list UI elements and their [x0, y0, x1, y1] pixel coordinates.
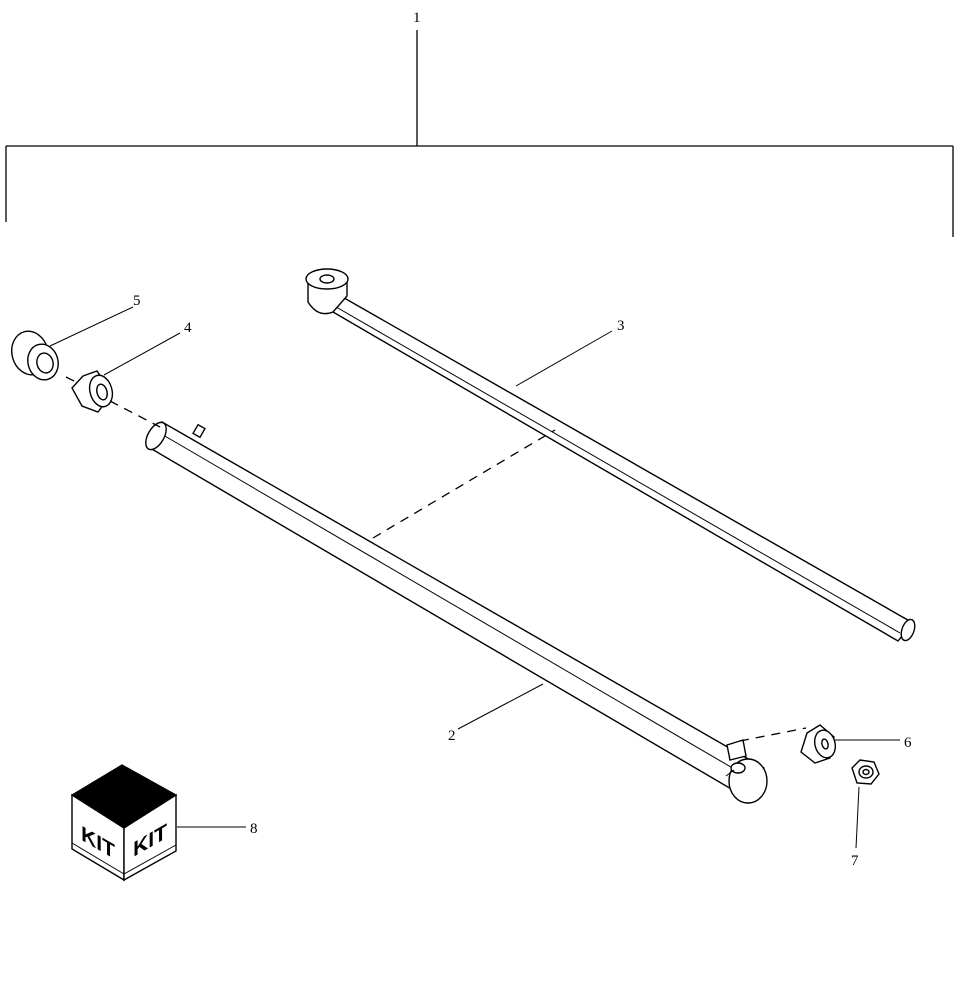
assembly-bracket: [5, 30, 954, 237]
pin-lower: [145, 421, 768, 804]
leader-lines: [49, 306, 900, 849]
rod-upper: [305, 268, 916, 642]
callout-7: 7: [851, 853, 859, 869]
callout-2: 2: [448, 728, 456, 744]
callout-1: 1: [413, 10, 421, 26]
callout-4: 4: [184, 320, 192, 336]
kit-box: KIT KIT: [70, 764, 178, 882]
spacer-bushing: [71, 370, 114, 413]
hex-nut: [851, 759, 880, 785]
callout-5: 5: [133, 293, 141, 309]
callout-8: 8: [250, 821, 258, 837]
washer: [800, 724, 837, 764]
assembly-centerlines: [65, 376, 807, 742]
callout-3: 3: [617, 318, 625, 334]
callout-numbers: 1 5 4 3 2 6 7 8: [133, 10, 912, 869]
callout-6: 6: [904, 735, 912, 751]
flanged-bushing: [11, 330, 59, 381]
